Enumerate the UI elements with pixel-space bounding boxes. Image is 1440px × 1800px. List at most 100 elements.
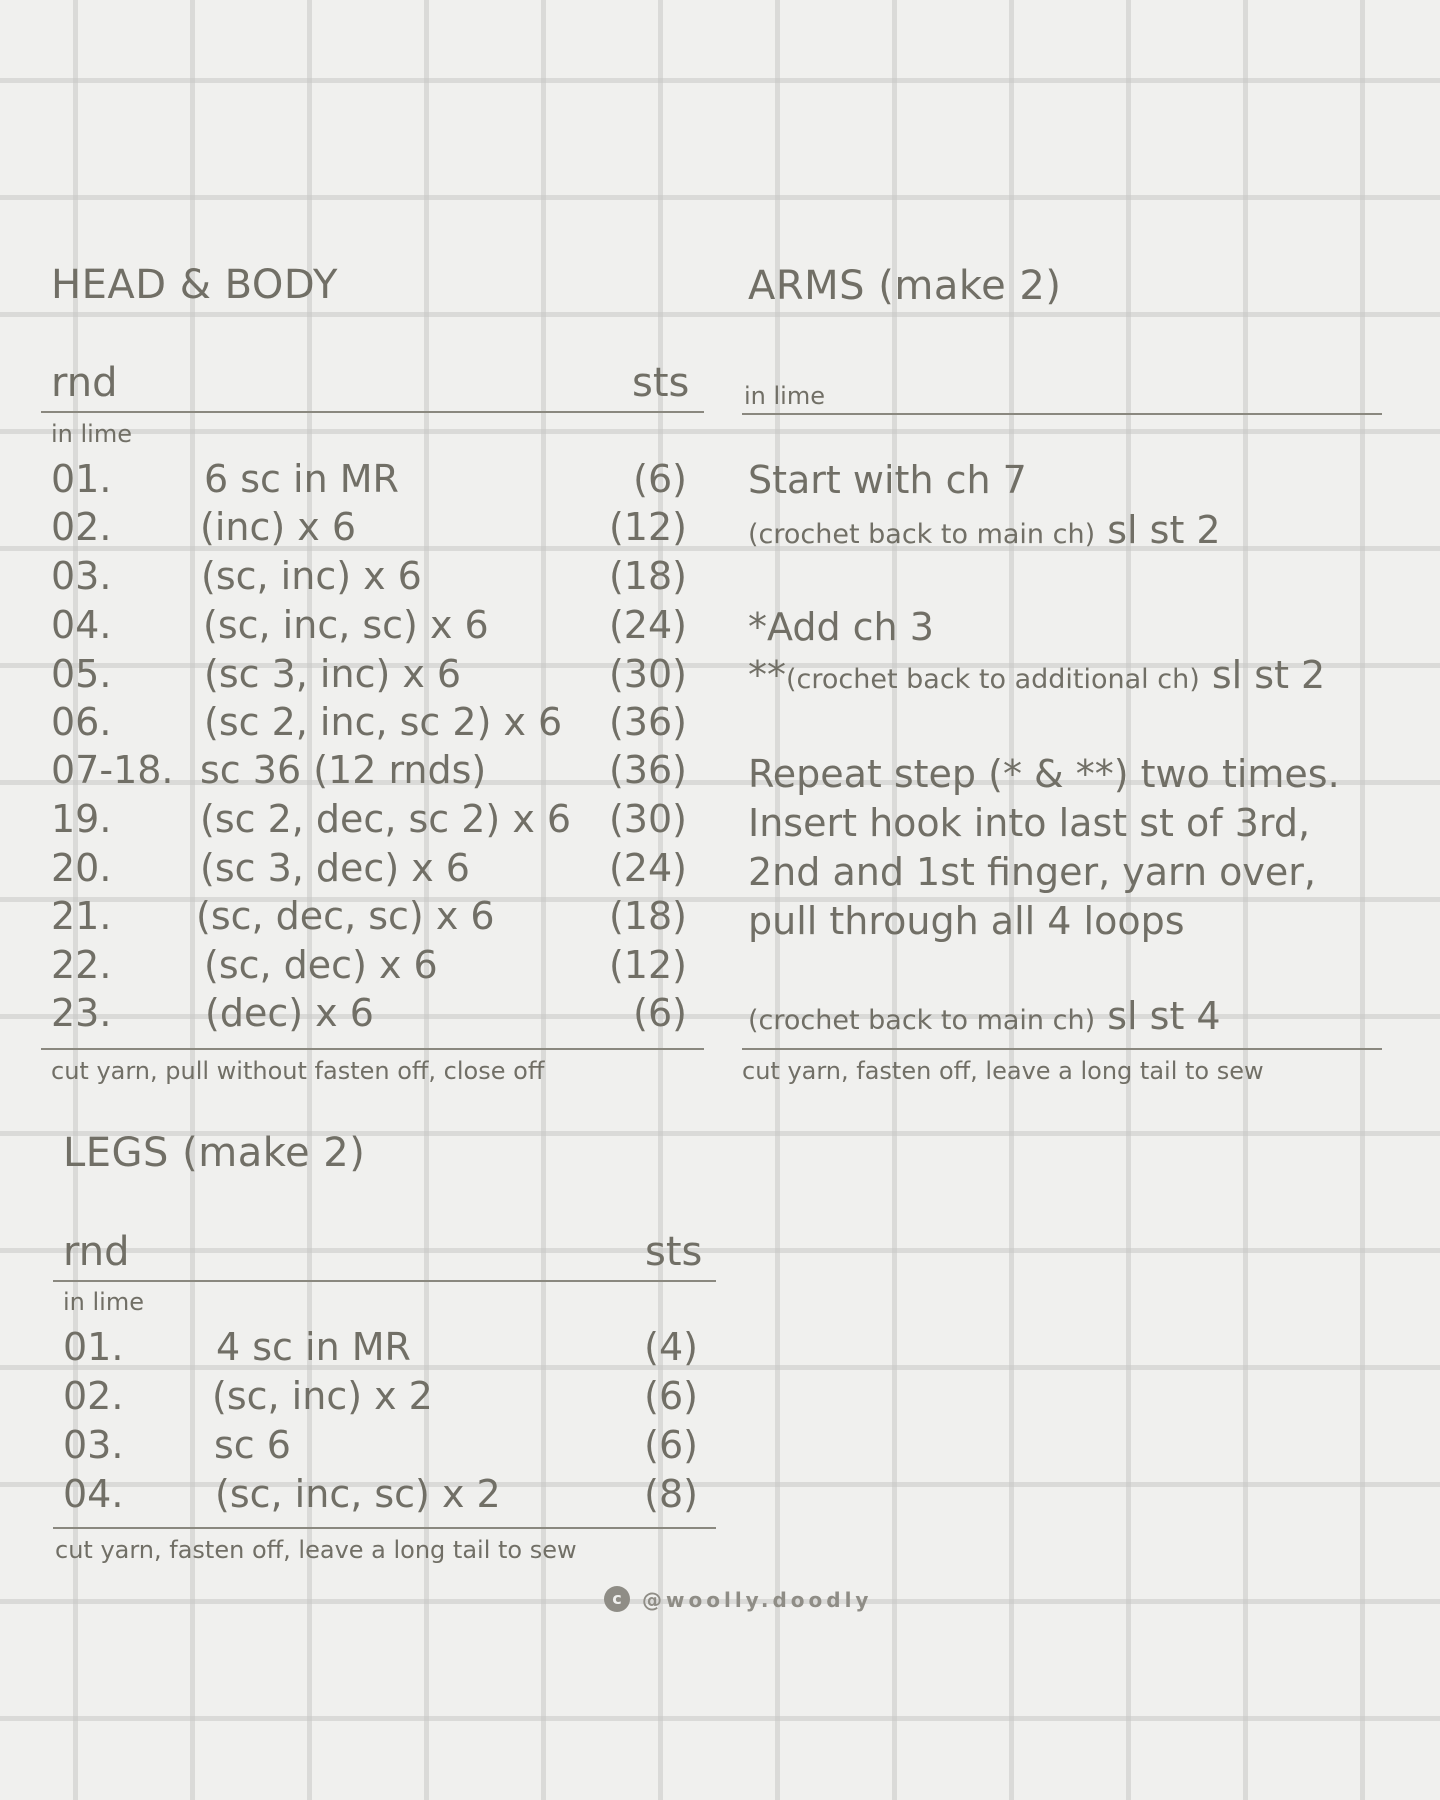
rnd-stitch-count: (36) [608, 748, 687, 792]
rnd-step: sc 36 (12 rnds) [200, 748, 487, 792]
table-row: 22. (sc, dec) x 6 (12) [51, 943, 687, 991]
arms-step-add-chain: *Add ch 3 [748, 605, 934, 649]
legs-footer-rule [53, 1527, 716, 1529]
rnd-stitch-count: (6) [644, 1374, 698, 1418]
rnd-step: (sc, dec) x 6 [204, 943, 438, 987]
arms-paragraph-line: 2nd and 1st finger, yarn over, [748, 850, 1316, 894]
arms-title: ARMS (make 2) [748, 263, 1062, 309]
rnd-step: (sc 2, dec, sc 2) x 6 [200, 797, 572, 841]
rnd-step: (sc, inc, sc) x 2 [215, 1472, 501, 1516]
rnd-step: (sc 3, inc) x 6 [204, 652, 462, 696]
table-row: 06. (sc 2, inc, sc 2) x 6 (36) [51, 700, 687, 748]
rnd-number: 02. [51, 505, 112, 549]
rnd-stitch-count: (30) [608, 797, 687, 841]
rnd-stitch-count: (8) [644, 1472, 698, 1516]
arms-step-final-instruction: sl st 4 [1107, 994, 1221, 1038]
legs-footer-note: cut yarn, fasten off, leave a long tail … [55, 1536, 577, 1564]
arms-step-final-slip: (crochet back to main ch) sl st 4 [748, 994, 1221, 1038]
rnd-stitch-count: (24) [608, 603, 687, 647]
copyright-icon: c [604, 1586, 630, 1612]
head-body-title: HEAD & BODY [51, 262, 338, 308]
arms-paragraph-line: Insert hook into last st of 3rd, [748, 801, 1311, 845]
rnd-stitch-count: (24) [608, 846, 687, 890]
rnd-number: 01. [63, 1325, 124, 1369]
arms-step-slip-2-instruction: sl st 2 [1211, 653, 1326, 697]
table-row: 01. 4 sc in MR (4) [63, 1325, 698, 1373]
rnd-stitch-count: (30) [608, 652, 687, 696]
rnd-step: (sc, inc) x 2 [212, 1374, 433, 1418]
legs-rows: 01. 4 sc in MR (4) 02. (sc, inc) x 2 (6)… [63, 1325, 698, 1525]
rnd-step: (inc) x 6 [200, 505, 357, 549]
rnd-stitch-count: (12) [608, 943, 687, 987]
legs-color-note: in lime [63, 1288, 144, 1316]
legs-header-rule [53, 1280, 716, 1282]
arms-step-start: Start with ch 7 [748, 458, 1027, 502]
legs-rnd-header: rnd [63, 1229, 130, 1275]
arms-step-slip-2-marker: ** [748, 653, 786, 697]
arms-paragraph-line: Repeat step (* & **) two times. [748, 752, 1340, 796]
rnd-number: 23. [51, 991, 112, 1035]
table-row: 21. (sc, dec, sc) x 6 (18) [51, 894, 687, 942]
rnd-stitch-count: (6) [633, 457, 687, 501]
rnd-stitch-count: (36) [608, 700, 687, 744]
arms-step-slip-2: **(crochet back to additional ch) sl st … [748, 653, 1325, 697]
rnd-number: 22. [51, 943, 112, 987]
rnd-stitch-count: (6) [633, 991, 687, 1035]
rnd-step: (sc, dec, sc) x 6 [196, 894, 495, 938]
rnd-step: (sc, inc, sc) x 6 [203, 603, 489, 647]
rnd-number: 03. [51, 554, 112, 598]
table-row: 07-18. sc 36 (12 rnds) (36) [51, 748, 687, 796]
arms-paragraph-line: pull through all 4 loops [748, 899, 1185, 943]
table-row: 03. (sc, inc) x 6 (18) [51, 554, 687, 602]
rnd-step: 6 sc in MR [204, 457, 399, 501]
head-body-footer-rule [41, 1048, 704, 1050]
rnd-number: 07-18. [51, 748, 174, 792]
legs-sts-header: sts [645, 1229, 703, 1275]
rnd-number: 05. [51, 652, 112, 696]
rnd-stitch-count: (4) [644, 1325, 698, 1369]
head-body-header-rule [41, 411, 704, 413]
table-row: 02. (inc) x 6 (12) [51, 505, 687, 553]
arms-step-final-note: (crochet back to main ch) [748, 1005, 1096, 1036]
rnd-number: 21. [51, 894, 112, 938]
table-row: 19. (sc 2, dec, sc 2) x 6 (30) [51, 797, 687, 845]
table-row: 02. (sc, inc) x 2 (6) [63, 1374, 698, 1422]
table-row: 04. (sc, inc, sc) x 6 (24) [51, 603, 687, 651]
arms-step-slip-1-instruction: sl st 2 [1107, 508, 1221, 552]
table-row: 04. (sc, inc, sc) x 2 (8) [63, 1472, 698, 1520]
rnd-step: sc 6 [214, 1423, 291, 1467]
head-body-rnd-header: rnd [51, 360, 118, 406]
legs-title: LEGS (make 2) [63, 1130, 366, 1176]
arms-step-slip-1-note: (crochet back to main ch) [748, 519, 1096, 550]
rnd-number: 20. [51, 846, 112, 890]
table-row: 05. (sc 3, inc) x 6 (30) [51, 652, 687, 700]
rnd-stitch-count: (18) [608, 554, 687, 598]
rnd-number: 06. [51, 700, 112, 744]
rnd-stitch-count: (6) [644, 1423, 698, 1467]
head-body-footer-note: cut yarn, pull without fasten off, close… [51, 1057, 545, 1085]
arms-footer-rule [742, 1048, 1382, 1050]
rnd-number: 02. [63, 1374, 124, 1418]
rnd-number: 01. [51, 457, 112, 501]
table-row: 01. 6 sc in MR (6) [51, 457, 687, 505]
table-row: 20. (sc 3, dec) x 6 (24) [51, 846, 687, 894]
arms-color-note: in lime [744, 382, 825, 410]
head-body-color-note: in lime [51, 420, 132, 448]
head-body-sts-header: sts [632, 360, 690, 406]
rnd-step: (sc, inc) x 6 [201, 554, 422, 598]
rnd-step: (dec) x 6 [205, 991, 374, 1035]
rnd-number: 04. [63, 1472, 124, 1516]
arms-step-slip-2-note: (crochet back to additional ch) [786, 664, 1200, 695]
arms-step-slip-1: (crochet back to main ch) sl st 2 [748, 508, 1221, 552]
rnd-stitch-count: (18) [608, 894, 687, 938]
rnd-stitch-count: (12) [608, 505, 687, 549]
rnd-step: (sc 3, dec) x 6 [200, 846, 470, 890]
arms-footer-note: cut yarn, fasten off, leave a long tail … [742, 1057, 1264, 1085]
rnd-step: 4 sc in MR [216, 1325, 411, 1369]
table-row: 03. sc 6 (6) [63, 1423, 698, 1471]
arms-header-rule [742, 413, 1382, 415]
rnd-step: (sc 2, inc, sc 2) x 6 [204, 700, 563, 744]
rnd-number: 03. [63, 1423, 124, 1467]
watermark-handle: @woolly.doodly [642, 1588, 873, 1612]
arms-paragraph: Repeat step (* & **) two times. Insert h… [748, 750, 1340, 946]
